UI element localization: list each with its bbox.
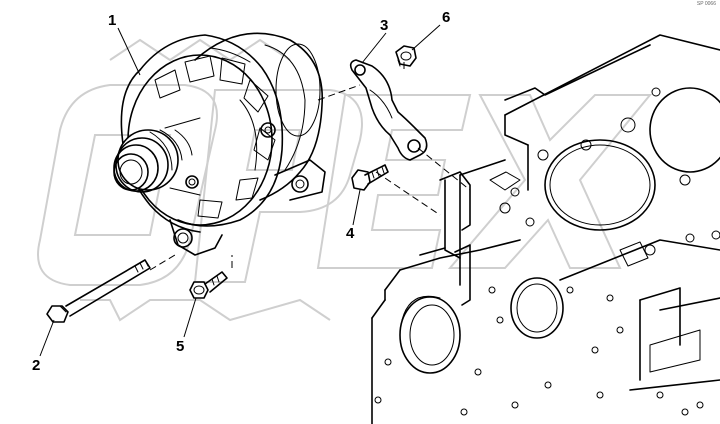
callout-1: 1 <box>108 12 141 76</box>
callout-2: 2 <box>32 319 55 374</box>
callout-number: 2 <box>32 357 40 374</box>
lower-bolt <box>189 271 228 299</box>
callout-number: 3 <box>380 17 388 34</box>
bracket-bolt <box>351 164 389 191</box>
nut <box>395 45 417 67</box>
callout-number: 6 <box>442 9 450 26</box>
corner-code: SP 0066 <box>696 1 716 7</box>
bracket <box>349 59 428 161</box>
callout-5: 5 <box>176 297 197 355</box>
callout-number: 4 <box>346 225 355 242</box>
alternator <box>113 32 326 256</box>
callout-4: 4 <box>346 189 361 242</box>
long-bolt <box>46 259 151 323</box>
callout-number: 5 <box>176 338 184 355</box>
callout-3: 3 <box>361 17 388 64</box>
callout-6: 6 <box>411 9 450 51</box>
assembly-lines <box>149 62 471 271</box>
callout-number: 1 <box>108 12 116 29</box>
engine-block <box>371 34 720 424</box>
